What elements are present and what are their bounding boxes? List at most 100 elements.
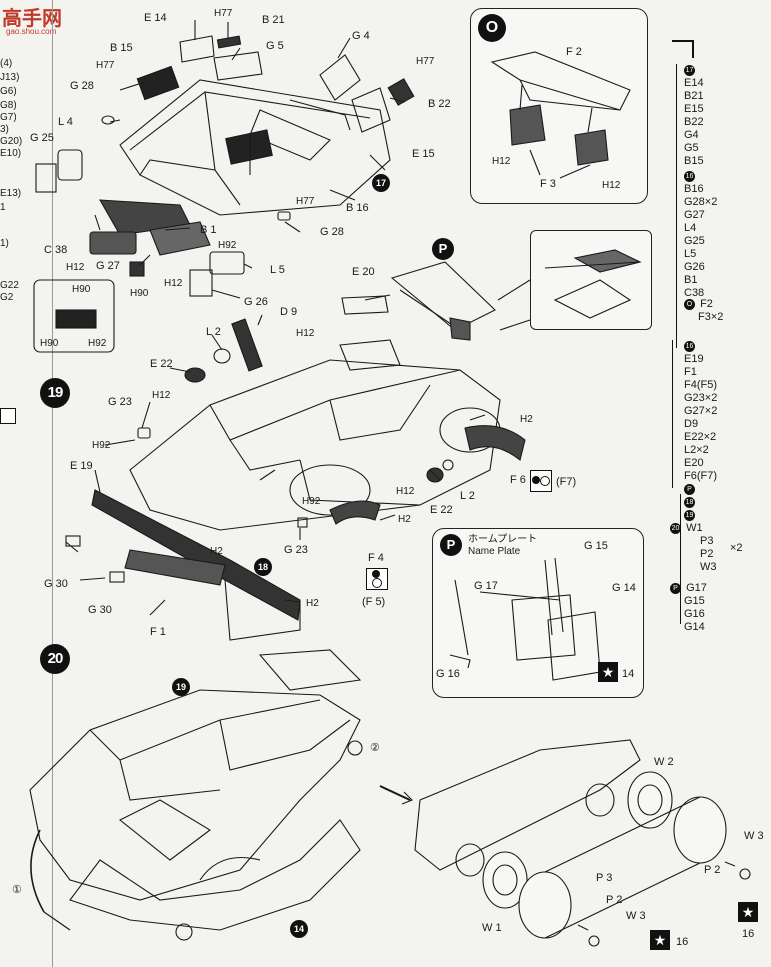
name-plate-jp: ホームプレート: [468, 534, 538, 545]
step-ref-18: 18: [254, 558, 272, 576]
part-label: E 20: [352, 266, 375, 278]
part-label: 14: [622, 668, 635, 680]
part-label: G 27: [96, 260, 120, 272]
margin-text: E13): [0, 188, 22, 199]
part-label: H90: [130, 288, 149, 299]
part-label: H77: [96, 60, 115, 71]
part-label: H2: [306, 598, 319, 609]
part-label: 16: [742, 928, 755, 940]
part-label: F 1: [150, 626, 166, 638]
margin-paint-icon: [0, 408, 16, 424]
part-label: ②: [370, 742, 380, 754]
part-label: H12: [492, 156, 511, 167]
margin-text: 3): [0, 124, 9, 135]
part-label: C 38: [44, 244, 68, 256]
part-label: G 28: [320, 226, 344, 238]
part-label: H2: [520, 414, 533, 425]
part-label: B 21: [262, 14, 285, 26]
margin-text: J13): [0, 72, 20, 83]
part-label: 16: [676, 936, 689, 948]
margin-text: G2: [0, 292, 14, 303]
part-label: G 28: [70, 80, 94, 92]
part-label: W 1: [482, 922, 502, 934]
margin-text: G8): [0, 100, 17, 111]
margin-text: G22: [0, 280, 19, 291]
part-label: F 3: [540, 178, 556, 190]
part-label: H12: [296, 328, 315, 339]
part-label: G 26: [244, 296, 268, 308]
step-badge-o: O: [478, 14, 506, 42]
step-badge-p-plate: P: [440, 534, 462, 556]
inset-box-detail: [530, 230, 652, 330]
sidebar-multiplier: ×2: [730, 542, 743, 554]
part-label: H92: [92, 440, 111, 451]
part-label: L 5: [270, 264, 285, 276]
part-label: H90: [40, 338, 59, 349]
part-label: F 4: [368, 552, 384, 564]
part-label: L 2: [206, 326, 221, 338]
part-label: E 22: [150, 358, 173, 370]
star-paint-icon: ★: [650, 930, 670, 950]
part-label: E 15: [412, 148, 435, 160]
sidebar-group-20: 18 19 20 W1 P3 P2 W3: [670, 496, 717, 573]
part-label: W 2: [654, 756, 674, 768]
part-label: H77: [296, 196, 315, 207]
part-label: ①: [12, 884, 22, 896]
part-label: H12: [152, 390, 171, 401]
part-label: P 3: [596, 872, 613, 884]
part-label: G 17: [474, 580, 498, 592]
sidebar-arrow: [692, 40, 694, 58]
step-number-20: 20: [40, 644, 70, 674]
part-label: H12: [602, 180, 621, 191]
step-ref-17: 17: [372, 174, 390, 192]
part-label: H92: [88, 338, 107, 349]
part-label: W 3: [744, 830, 764, 842]
part-label: G 14: [612, 582, 636, 594]
step-ref-14: 14: [290, 920, 308, 938]
part-label: G 15: [584, 540, 608, 552]
sidebar-divider: [672, 340, 673, 488]
part-label: W 3: [626, 910, 646, 922]
part-label: B 16: [346, 202, 369, 214]
paint-dot-icon: [532, 476, 540, 484]
watermark-logo: 高手网: [2, 8, 62, 30]
part-label: H92: [302, 496, 321, 507]
margin-text: 1: [0, 202, 6, 213]
part-label: G 23: [108, 396, 132, 408]
part-label: L 2: [460, 490, 475, 502]
part-label: (F 5): [362, 596, 386, 608]
inset-box-o: [470, 8, 648, 204]
part-label: L 4: [58, 116, 73, 128]
page-divider: [52, 0, 53, 967]
part-label: E 19: [70, 460, 93, 472]
step-badge-p: P: [432, 238, 454, 260]
part-label: B 1: [200, 224, 217, 236]
part-label: (F7): [556, 476, 577, 488]
star-paint-icon: ★: [738, 902, 758, 922]
part-label: G 30: [88, 604, 112, 616]
part-label: F 6: [510, 474, 526, 486]
margin-text: G7): [0, 112, 17, 123]
part-label: G 30: [44, 578, 68, 590]
sidebar-group-o: O F2 F3×2: [684, 298, 723, 324]
part-label: D 9: [280, 306, 298, 318]
sidebar-arrow: [672, 40, 694, 42]
part-label: P 2: [704, 864, 721, 876]
paint-dot-icon: [540, 476, 550, 486]
watermark-url: gao.shou.com: [6, 27, 57, 36]
part-label: G 16: [436, 668, 460, 680]
part-label: H12: [66, 262, 85, 273]
part-label: H90: [72, 284, 91, 295]
part-label: B 22: [428, 98, 451, 110]
sidebar-bracket: [676, 64, 677, 348]
part-label: H12: [396, 486, 415, 497]
margin-text: G6): [0, 86, 17, 97]
paint-dot-icon: [372, 578, 382, 588]
margin-text: 1): [0, 238, 9, 249]
part-label: H77: [214, 8, 233, 19]
part-label: P 2: [606, 894, 623, 906]
part-label: E 14: [144, 12, 167, 24]
